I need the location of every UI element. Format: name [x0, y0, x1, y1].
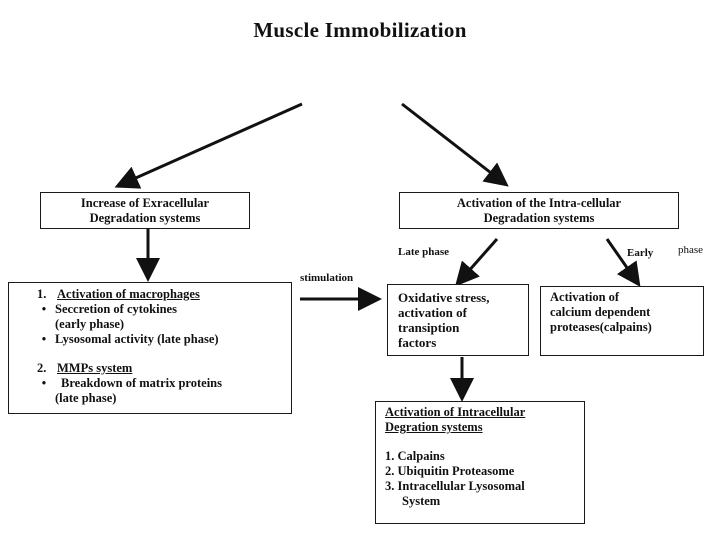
- intracellular-systems-heading1: Activation of Intracellular: [385, 405, 526, 419]
- intracellular-systems-heading2: Degration systems: [385, 420, 483, 434]
- bullet-cytokines: • Seccretion of cytokines: [33, 302, 291, 317]
- arrow-to-intracellular: [401, 102, 509, 187]
- macrophages-heading: 1. Activation of macrophages: [37, 287, 291, 302]
- system-item: 2. Ubiquitin Proteasome: [385, 464, 515, 478]
- bullet-icon: •: [41, 302, 47, 316]
- early-label: Early: [627, 247, 654, 259]
- system-item: System: [402, 494, 441, 508]
- calcium-line: proteases(calpains): [550, 320, 652, 334]
- item1-title: Activation of macrophages: [57, 287, 200, 301]
- extracellular-degradation-box: Increase of Exracellular Degradation sys…: [40, 192, 250, 229]
- extracellular-line1: Increase of Exracellular: [80, 196, 210, 210]
- phase-label: phase: [678, 244, 704, 256]
- intracellular-degradation-box: Activation of the Intra-cellular Degrada…: [399, 192, 679, 229]
- intracellular-line2: Degradation systems: [483, 211, 595, 225]
- bullet-cytokines-sub: (early phase): [55, 317, 125, 331]
- bullet-lysosomal: • Lysosomal activity (late phase): [33, 332, 291, 347]
- bullet-text: Breakdown of matrix proteins: [61, 376, 222, 390]
- mmps-heading: 2. MMPs system: [37, 361, 291, 376]
- intracellular-systems-box: Activation of Intracellular Degration sy…: [375, 401, 585, 524]
- item2-title: MMPs system: [57, 361, 133, 375]
- bullet-breakdown: • Breakdown of matrix proteins: [33, 376, 291, 391]
- arrow-to-extracellular: [114, 102, 303, 189]
- calcium-line: Activation of: [550, 290, 620, 304]
- bullet-text: Lysosomal activity (late phase): [55, 332, 219, 346]
- stimulation-label: stimulation: [300, 272, 354, 284]
- late-phase-label: Late phase: [398, 246, 450, 258]
- system-item: 1. Calpains: [385, 449, 445, 463]
- bullet-text: Seccretion of cytokines: [55, 302, 177, 316]
- calcium-line: calcium dependent: [550, 305, 651, 319]
- oxidative-stress-box: Oxidative stress, activation of transipt…: [387, 284, 529, 356]
- bullet-icon: •: [41, 376, 47, 390]
- intracellular-line1: Activation of the Intra-cellular: [456, 196, 622, 210]
- oxidative-line: transiption: [398, 320, 460, 335]
- calcium-proteases-box: Activation of calcium dependent protease…: [540, 286, 704, 356]
- diagram-title: Muscle Immobilization: [253, 18, 467, 42]
- macrophages-mmps-box: 1. Activation of macrophages • Seccretio…: [8, 282, 292, 414]
- oxidative-line: activation of: [398, 305, 467, 320]
- extracellular-line2: Degradation systems: [89, 211, 201, 225]
- oxidative-line: factors: [398, 335, 437, 350]
- item1-number: 1.: [37, 287, 47, 301]
- bullet-icon: •: [41, 332, 47, 346]
- oxidative-line: Oxidative stress,: [398, 290, 490, 305]
- arrow-late-phase: [455, 238, 499, 287]
- item2-number: 2.: [37, 361, 47, 375]
- bullet-breakdown-sub: (late phase): [55, 391, 117, 405]
- arrow-early-phase: [605, 238, 641, 287]
- system-item: 3. Intracellular Lysosomal: [385, 479, 525, 493]
